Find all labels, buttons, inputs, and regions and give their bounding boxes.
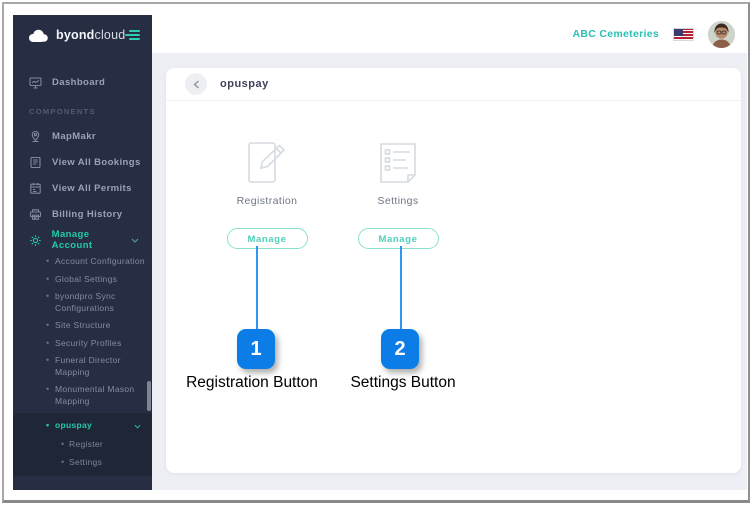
permits-icon	[29, 182, 43, 195]
screenshot-frame: byondcloud Dashboard COMPONENTS	[2, 2, 750, 503]
tile-label: Settings	[377, 195, 419, 207]
callout-connector-1	[256, 246, 258, 330]
registration-icon	[192, 140, 342, 186]
subitem-label: Global Settings	[55, 273, 118, 284]
opuspay-group: opuspay Register Settings	[13, 413, 152, 476]
subitem-label: Settings	[69, 456, 103, 467]
bookings-icon	[29, 156, 43, 169]
sidebar-item-label: Billing History	[52, 208, 123, 220]
sidebar-item-label: Manage Account	[51, 229, 93, 251]
sidebar-subitem-funeral-director-mapping[interactable]: Funeral Director Mapping	[13, 352, 152, 381]
sidebar-subitem-opuspay-settings[interactable]: Settings	[13, 453, 152, 471]
sidebar-subitem-byondpro-sync-configurations[interactable]: byondpro Sync Configurations	[13, 288, 152, 317]
billing-icon	[29, 208, 43, 221]
sidebar-item-manage-sites[interactable]: Manage Sites	[13, 484, 152, 491]
chevron-down-icon	[131, 238, 139, 243]
app-window: byondcloud Dashboard COMPONENTS	[13, 15, 747, 490]
sidebar: byondcloud Dashboard COMPONENTS	[13, 15, 152, 490]
subitem-label: Site Structure	[55, 320, 111, 330]
sidebar-item-manage-account[interactable]: Manage Account	[13, 227, 152, 253]
sidebar-item-billing-history[interactable]: Billing History	[13, 201, 152, 227]
chevron-down-icon	[134, 421, 141, 433]
sidebar-scrollbar-thumb[interactable]	[147, 381, 151, 411]
settings-doc-icon	[323, 140, 473, 186]
sidebar-subitem-account-configuration[interactable]: Account Configuration	[13, 253, 152, 271]
us-flag-icon[interactable]	[673, 27, 694, 41]
settings-manage-button[interactable]: Manage	[357, 228, 439, 249]
callout-number-1: 1	[237, 329, 275, 369]
sidebar-item-label: MapMakr	[52, 130, 96, 142]
chevron-left-icon	[192, 79, 199, 89]
subitem-label: opuspay	[55, 420, 93, 430]
sidebar-item-dashboard[interactable]: Dashboard	[13, 69, 152, 95]
subitem-label: Security Profiles	[55, 337, 122, 348]
topbar: ABC Cemeteries	[152, 15, 747, 53]
map-icon	[29, 130, 43, 143]
sidebar-subitem-global-settings[interactable]: Global Settings	[13, 271, 152, 289]
sidebar-item-label: View All Permits	[52, 182, 132, 194]
tile-label: Registration	[236, 195, 298, 207]
subitem-label: Register	[69, 438, 104, 449]
main-content: opuspay Registration Manage	[152, 53, 747, 490]
cloud-logo-icon	[26, 28, 50, 43]
sidebar-subitem-site-structure[interactable]: Site Structure	[13, 317, 152, 335]
subitem-label: Monumental Mason Mapping	[55, 384, 135, 406]
registration-manage-button[interactable]: Manage	[226, 228, 308, 249]
callout-number-2: 2	[381, 329, 419, 369]
card-header: opuspay	[166, 68, 741, 101]
tile-registration: Registration Manage	[192, 140, 342, 249]
sidebar-item-mapmakr[interactable]: MapMakr	[13, 123, 152, 149]
sidebar-subitem-opuspay-register[interactable]: Register	[13, 435, 152, 453]
logo-bar: byondcloud	[13, 15, 152, 55]
sidebar-nav: Dashboard COMPONENTS MapMakr	[13, 55, 152, 490]
dashboard-icon	[29, 76, 43, 89]
sidebar-subitem-opuspay[interactable]: opuspay	[13, 417, 152, 435]
sidebar-item-view-all-bookings[interactable]: View All Bookings	[13, 149, 152, 175]
subitem-label: Funeral Director Mapping	[55, 355, 121, 377]
page-title: opuspay	[220, 78, 269, 90]
sidebar-section-components: COMPONENTS	[29, 106, 96, 116]
opuspay-card: opuspay Registration Manage	[166, 68, 741, 473]
gear-icon	[29, 234, 43, 247]
subitem-label: byondpro Sync Configurations	[55, 291, 116, 313]
sidebar-subitem-security-profiles[interactable]: Security Profiles	[13, 335, 152, 353]
tile-settings: Settings Manage	[323, 140, 473, 249]
callout-connector-2	[400, 246, 402, 330]
hamburger-menu-icon[interactable]	[125, 27, 141, 42]
avatar[interactable]	[708, 20, 735, 48]
subitem-label: Account Configuration	[55, 256, 145, 266]
sidebar-subitem-monumental-mason-mapping[interactable]: Monumental Mason Mapping	[13, 381, 152, 410]
callout-label-settings: Settings Button	[350, 374, 456, 391]
sidebar-item-label: Dashboard	[52, 76, 106, 88]
sidebar-item-label: View All Bookings	[52, 156, 141, 168]
account-name[interactable]: ABC Cemeteries	[572, 28, 659, 40]
back-button[interactable]	[185, 73, 207, 95]
logo-text: byondcloud	[56, 28, 126, 42]
callout-label-registration: Registration Button	[186, 374, 318, 391]
sidebar-item-view-all-permits[interactable]: View All Permits	[13, 175, 152, 201]
